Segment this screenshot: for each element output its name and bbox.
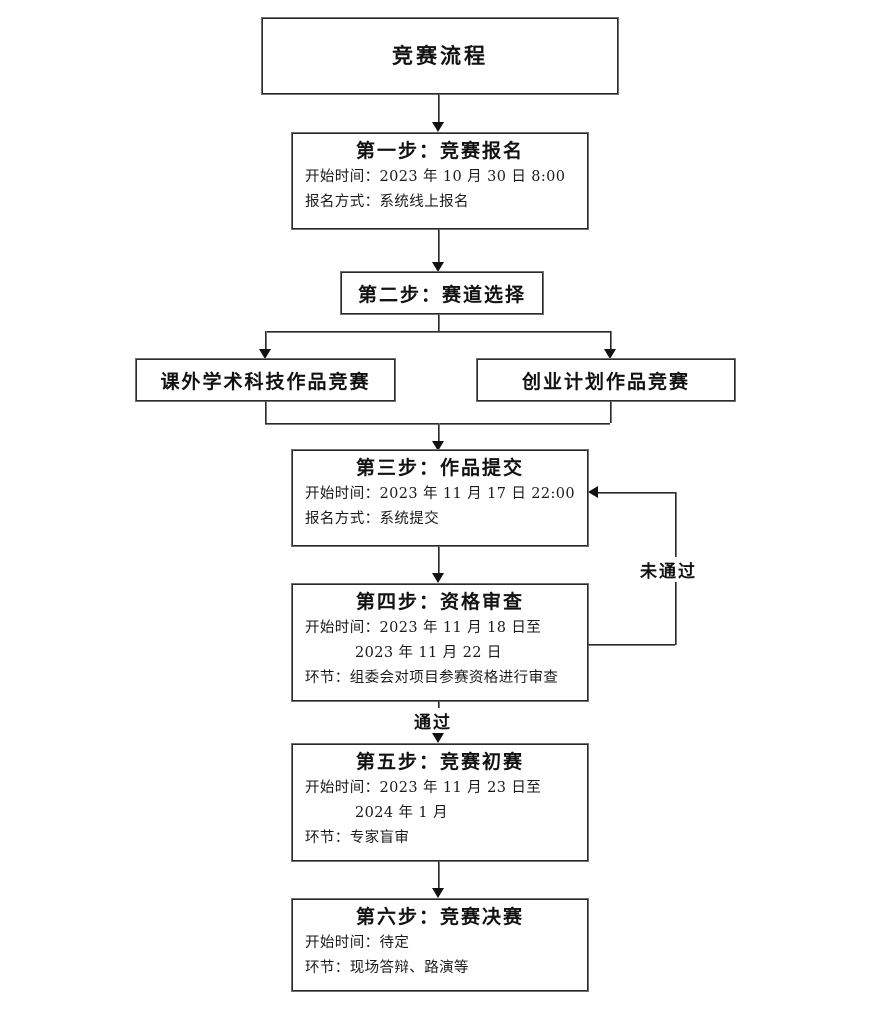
arrowhead-reject-to-step3 xyxy=(588,486,598,498)
node-step1-line-1: 开始时间：2023 年 10 月 30 日 8:00 xyxy=(305,168,566,185)
node-step4[interactable]: 第四步：资格审查 开始时间：2023 年 11 月 18 日至 2023 年 1… xyxy=(292,584,588,701)
node-step3[interactable]: 第三步：作品提交 开始时间：2023 年 11 月 17 日 22:00 报名方… xyxy=(292,450,588,546)
node-branch-right-label: 创业计划作品竞赛 xyxy=(521,370,690,393)
connector-step2-to-split xyxy=(438,314,439,331)
node-step4-line-1: 开始时间：2023 年 11 月 18 日至 xyxy=(305,619,542,636)
node-step3-title: 第三步：作品提交 xyxy=(355,457,524,479)
node-step5-line-3: 环节：专家盲审 xyxy=(305,829,410,846)
connector-merge-to-step3 xyxy=(438,423,439,445)
node-step1-title: 第一步：竞赛报名 xyxy=(355,140,524,162)
connector-left-to-merge xyxy=(265,401,266,423)
node-step1[interactable]: 第一步：竞赛报名 开始时间：2023 年 10 月 30 日 8:00 报名方式… xyxy=(292,133,588,229)
connector-step3-to-step4 xyxy=(438,546,439,576)
edge-label-rejected: 未通过 xyxy=(637,557,700,582)
node-step4-line-3: 环节：组委会对项目参赛资格进行审查 xyxy=(305,669,559,686)
connector-reject-bottom xyxy=(588,644,675,645)
node-step1-line-2: 报名方式：系统线上报名 xyxy=(305,193,469,210)
node-root-title: 竞赛流程 xyxy=(392,42,488,68)
node-step6-line-1: 开始时间：待定 xyxy=(305,934,410,951)
arrowhead-step4-to-step5 xyxy=(432,733,444,743)
node-step4-title: 第四步：资格审查 xyxy=(355,591,524,613)
arrowhead-step1-to-step2 xyxy=(432,262,444,272)
node-step5[interactable]: 第五步：竞赛初赛 开始时间：2023 年 11 月 23 日至 2024 年 1… xyxy=(292,744,588,861)
node-step2[interactable]: 第二步：赛道选择 xyxy=(341,272,543,314)
node-step2-title: 第二步：赛道选择 xyxy=(357,283,526,306)
node-step3-line-1: 开始时间：2023 年 11 月 17 日 22:00 xyxy=(305,485,576,502)
connector-merge-bus xyxy=(265,423,610,424)
connector-right-to-merge xyxy=(610,401,611,423)
node-branch-right[interactable]: 创业计划作品竞赛 xyxy=(477,359,735,401)
connector-root-to-step1 xyxy=(438,94,439,124)
arrowhead-step3-to-step4 xyxy=(432,573,444,583)
arrowhead-step5-to-step6 xyxy=(432,888,444,898)
connector-step1-to-step2 xyxy=(438,229,439,265)
node-branch-left-label: 课外学术科技作品竞赛 xyxy=(160,370,371,393)
node-step5-title: 第五步：竞赛初赛 xyxy=(355,751,524,773)
connector-step5-to-step6 xyxy=(438,861,439,891)
connector-split-to-left xyxy=(265,331,266,353)
node-step5-line-2: 2024 年 1 月 xyxy=(355,804,448,821)
node-step4-line-2: 2023 年 11 月 22 日 xyxy=(355,644,502,661)
node-step6-title: 第六步：竞赛决赛 xyxy=(355,906,524,928)
arrowhead-merge-to-step3 xyxy=(432,441,444,451)
arrowhead-split-to-left xyxy=(259,349,271,359)
edge-label-passed: 通过 xyxy=(411,708,455,733)
node-root[interactable]: 竞赛流程 xyxy=(262,18,618,94)
node-step5-line-1: 开始时间：2023 年 11 月 23 日至 xyxy=(305,779,542,796)
connector-split-bus xyxy=(265,331,610,332)
node-step6[interactable]: 第六步：竞赛决赛 开始时间：待定 环节：现场答辩、路演等 xyxy=(292,899,588,991)
node-branch-left[interactable]: 课外学术科技作品竞赛 xyxy=(136,359,395,401)
node-step6-line-2: 环节：现场答辩、路演等 xyxy=(305,959,469,976)
arrowhead-split-to-right xyxy=(604,349,616,359)
arrowhead-root-to-step1 xyxy=(432,122,444,132)
connector-reject-top xyxy=(597,492,675,493)
connector-split-to-right xyxy=(610,331,611,353)
node-step3-line-2: 报名方式：系统提交 xyxy=(305,510,440,527)
